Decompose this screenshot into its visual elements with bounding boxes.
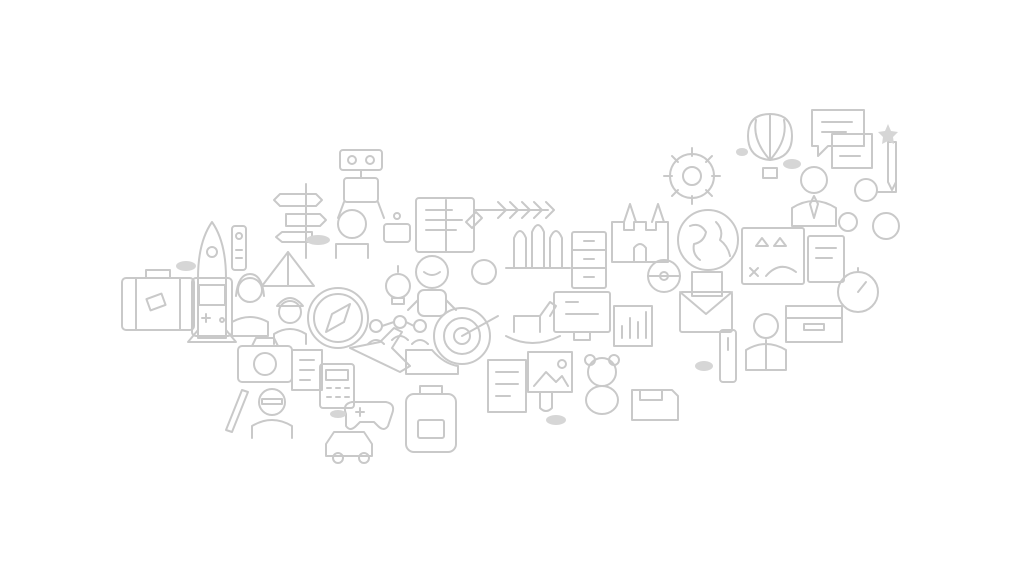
signpost-icon: [273, 183, 327, 259]
people-network-icon: [838, 178, 900, 240]
astronaut-icon: [407, 255, 457, 317]
drawer-cabinet-icon: [571, 231, 607, 289]
man-portrait-icon: [745, 313, 787, 371]
gamepad-icon: [343, 401, 395, 430]
globe-icon: [677, 209, 739, 271]
monitor-icon: [553, 291, 611, 341]
tent-icon: [261, 251, 315, 287]
businessman-icon: [791, 166, 837, 227]
hot-air-balloon-icon: [747, 113, 793, 179]
person-sunglasses-icon: [251, 388, 293, 439]
envelope-icon: [679, 271, 733, 333]
map-board-icon: [741, 227, 805, 285]
target-icon: [433, 307, 499, 365]
backpack-icon: [405, 385, 457, 453]
castle-icon: [611, 203, 669, 263]
tray-icon: [785, 305, 843, 343]
gear-icon: [663, 147, 721, 205]
boot-icon: [405, 349, 459, 375]
construction-worker-icon: [273, 297, 307, 345]
car-icon: [325, 431, 373, 464]
remote-control-icon: [231, 225, 247, 271]
pencil-icon: [887, 141, 897, 191]
camera-icon: [237, 337, 293, 383]
clipboard-icon: [807, 235, 845, 283]
lightbulb-icon: [383, 212, 411, 305]
calculator-icon: [319, 363, 355, 409]
chat-bubble-icon: [811, 109, 873, 169]
floppy-disk-icon: [631, 389, 679, 421]
compass-icon: [307, 287, 369, 349]
robot-icon: [335, 149, 385, 259]
arrows-icon: [473, 201, 555, 219]
ball-icon: [647, 259, 681, 293]
notes-document-icon: [487, 359, 527, 413]
game-boy-icon: [191, 277, 233, 337]
rocking-horse-icon: [505, 301, 561, 344]
teddy-bear-icon: [584, 354, 620, 415]
document-icon: [415, 197, 483, 253]
bar-chart-icon: [613, 305, 653, 347]
picture-frame-icon: [527, 351, 573, 412]
star-icon: [878, 124, 898, 144]
cloud-icon: [176, 148, 801, 425]
woman-avatar-icon: [231, 273, 269, 337]
forest-icon: [471, 224, 571, 285]
suitcase-icon: [121, 269, 195, 331]
rocket-icon: [187, 221, 237, 343]
list-document-icon: [291, 349, 323, 391]
airplane-icon: [349, 327, 411, 373]
stopwatch-icon: [837, 267, 879, 313]
remote-control-2-icon: [719, 329, 737, 383]
wand-icon: [225, 389, 249, 433]
